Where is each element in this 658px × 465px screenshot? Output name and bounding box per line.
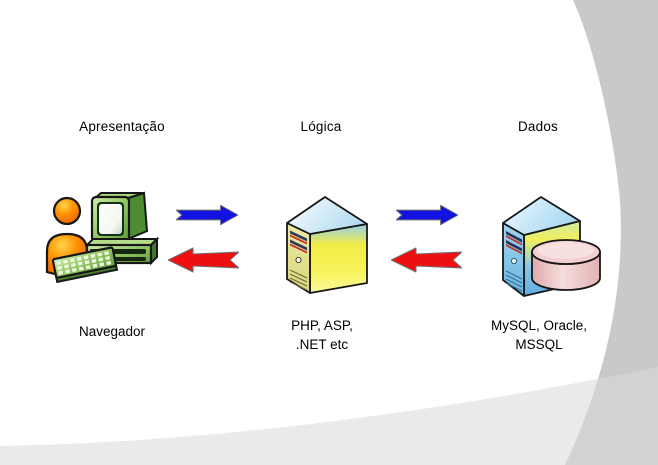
caption-line: .NET etc <box>295 337 349 352</box>
user-with-computer-icon <box>45 191 160 284</box>
arrow-left-icon <box>168 247 239 273</box>
tier-header-apresentacao: Apresentação <box>79 119 165 134</box>
tier-header-dados: Dados <box>517 119 559 134</box>
database-server-icon <box>502 196 601 297</box>
keyboard-icon <box>51 246 119 284</box>
application-server-icon <box>286 196 368 294</box>
crt-monitor-icon <box>90 191 149 244</box>
tier-caption-navegador: Navegador <box>79 322 145 341</box>
arrow-right-icon <box>396 204 458 226</box>
caption-line: MySQL, Oracle, <box>490 318 588 333</box>
background-band-shape <box>0 367 658 465</box>
caption-line: MSSQL <box>515 337 563 352</box>
server-front-slots <box>289 230 308 291</box>
tier-caption-logica: PHP, ASP, .NET etc <box>291 316 353 354</box>
arrow-left-icon <box>391 247 462 273</box>
tier-caption-dados: MySQL, Oracle, MSSQL <box>491 316 587 354</box>
caption-line: PHP, ASP, <box>291 318 353 333</box>
database-cylinder-icon <box>531 239 601 291</box>
arrow-right-icon <box>176 204 238 226</box>
background-curve-shape <box>565 0 658 465</box>
caption-line: Navegador <box>78 324 146 339</box>
tier-header-logica: Lógica <box>300 119 342 134</box>
